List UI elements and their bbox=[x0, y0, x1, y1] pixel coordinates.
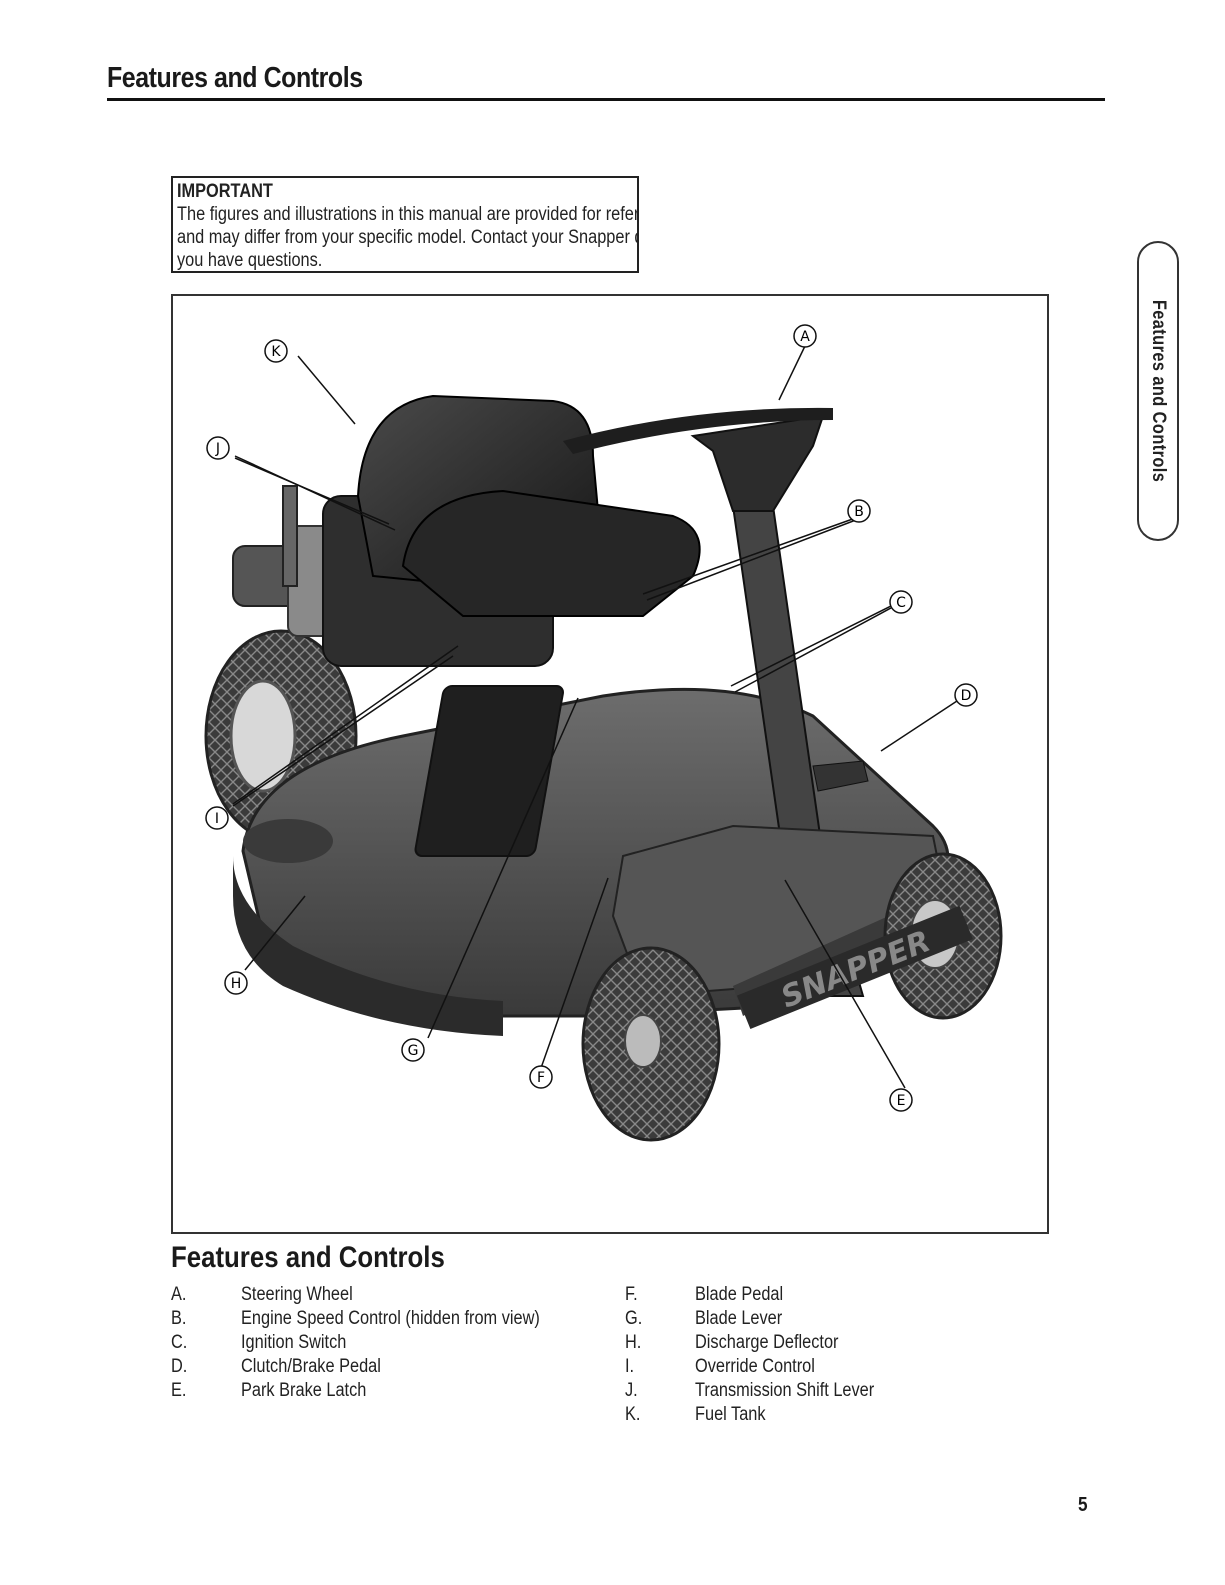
legend-text: Discharge Deflector bbox=[695, 1332, 839, 1353]
legend-text: Clutch/Brake Pedal bbox=[241, 1356, 381, 1377]
svg-text:F: F bbox=[537, 1070, 545, 1086]
side-tab[interactable]: Features and Controls bbox=[1137, 241, 1179, 541]
legend-item: B. Engine Speed Control (hidden from view… bbox=[171, 1307, 591, 1331]
title-rule bbox=[107, 98, 1105, 101]
important-heading: IMPORTANT bbox=[177, 181, 273, 202]
important-body: The figures and illustrations in this ma… bbox=[177, 204, 639, 271]
callout-b: B bbox=[847, 499, 871, 523]
legend-letter: G. bbox=[625, 1308, 643, 1329]
legend-letter: B. bbox=[171, 1308, 187, 1329]
callout-i: I bbox=[205, 806, 229, 830]
front-left-tire bbox=[581, 946, 721, 1142]
callout-k: K bbox=[264, 339, 288, 363]
legend-item: G. Blade Lever bbox=[625, 1307, 1045, 1331]
mower-illustration: SNAPPER A B C D E F G bbox=[204, 324, 1003, 1142]
callout-markers: A B C D E F G H I J K bbox=[205, 324, 978, 1112]
mower-figure: SNAPPER A B C D E F G bbox=[171, 294, 1049, 1234]
legend-right-column: F. Blade Pedal G. Blade Lever H. Discharge … bbox=[625, 1283, 1045, 1427]
svg-text:D: D bbox=[961, 688, 972, 704]
callout-d: D bbox=[954, 683, 978, 707]
svg-text:I: I bbox=[215, 811, 219, 827]
svg-text:H: H bbox=[231, 976, 242, 992]
legend-text: Blade Pedal bbox=[695, 1284, 784, 1305]
svg-text:C: C bbox=[896, 595, 906, 611]
callout-h: H bbox=[224, 971, 248, 995]
page-title: Features and Controls bbox=[107, 62, 363, 94]
legend-letter: A. bbox=[171, 1284, 187, 1305]
legend-text: Override Control bbox=[695, 1356, 815, 1377]
legend-text: Steering Wheel bbox=[241, 1284, 353, 1305]
legend-heading: Features and Controls bbox=[171, 1241, 445, 1274]
callout-a: A bbox=[793, 324, 817, 348]
legend-letter: D. bbox=[171, 1356, 188, 1377]
important-notice: IMPORTANT The figures and illustrations … bbox=[171, 176, 639, 273]
legend-item: A. Steering Wheel bbox=[171, 1283, 591, 1307]
svg-text:E: E bbox=[897, 1093, 906, 1109]
legend-left-column: A. Steering Wheel B. Engine Speed Control … bbox=[171, 1283, 591, 1403]
legend-letter: C. bbox=[171, 1332, 188, 1353]
legend-item: I. Override Control bbox=[625, 1355, 1045, 1379]
legend-item: F. Blade Pedal bbox=[625, 1283, 1045, 1307]
legend-item: C. Ignition Switch bbox=[171, 1331, 591, 1355]
callout-g: G bbox=[401, 1038, 425, 1062]
seat bbox=[356, 394, 701, 617]
legend-letter: E. bbox=[171, 1380, 187, 1401]
legend-text: Ignition Switch bbox=[241, 1332, 347, 1353]
legend-item: J. Transmission Shift Lever bbox=[625, 1379, 1045, 1403]
side-tab-label: Features and Controls bbox=[1148, 299, 1169, 483]
legend-item: D. Clutch/Brake Pedal bbox=[171, 1355, 591, 1379]
legend-letter: H. bbox=[625, 1332, 642, 1353]
legend-item: H. Discharge Deflector bbox=[625, 1331, 1045, 1355]
callout-f: F bbox=[529, 1065, 553, 1089]
svg-text:B: B bbox=[854, 504, 864, 520]
legend-text: Park Brake Latch bbox=[241, 1380, 367, 1401]
svg-text:K: K bbox=[271, 344, 281, 360]
svg-text:J: J bbox=[215, 441, 220, 457]
legend-letter: F. bbox=[625, 1284, 638, 1305]
legend-text: Engine Speed Control (hidden from view) bbox=[241, 1308, 540, 1329]
legend-letter: J. bbox=[625, 1380, 638, 1401]
legend-item: K. Fuel Tank bbox=[625, 1403, 1045, 1427]
legend-letter: K. bbox=[625, 1404, 641, 1425]
legend-text: Fuel Tank bbox=[695, 1404, 766, 1425]
legend-item: E. Park Brake Latch bbox=[171, 1379, 591, 1403]
svg-text:A: A bbox=[800, 329, 810, 345]
legend-letter: I. bbox=[625, 1356, 635, 1377]
page-number: 5 bbox=[1078, 1494, 1088, 1516]
callout-j: J bbox=[206, 436, 230, 460]
svg-text:G: G bbox=[408, 1043, 419, 1059]
legend-text: Transmission Shift Lever bbox=[695, 1380, 875, 1401]
legend-text: Blade Lever bbox=[695, 1308, 783, 1329]
callout-c: C bbox=[889, 590, 913, 614]
leader-lines bbox=[232, 345, 958, 1089]
callout-e: E bbox=[889, 1088, 913, 1112]
